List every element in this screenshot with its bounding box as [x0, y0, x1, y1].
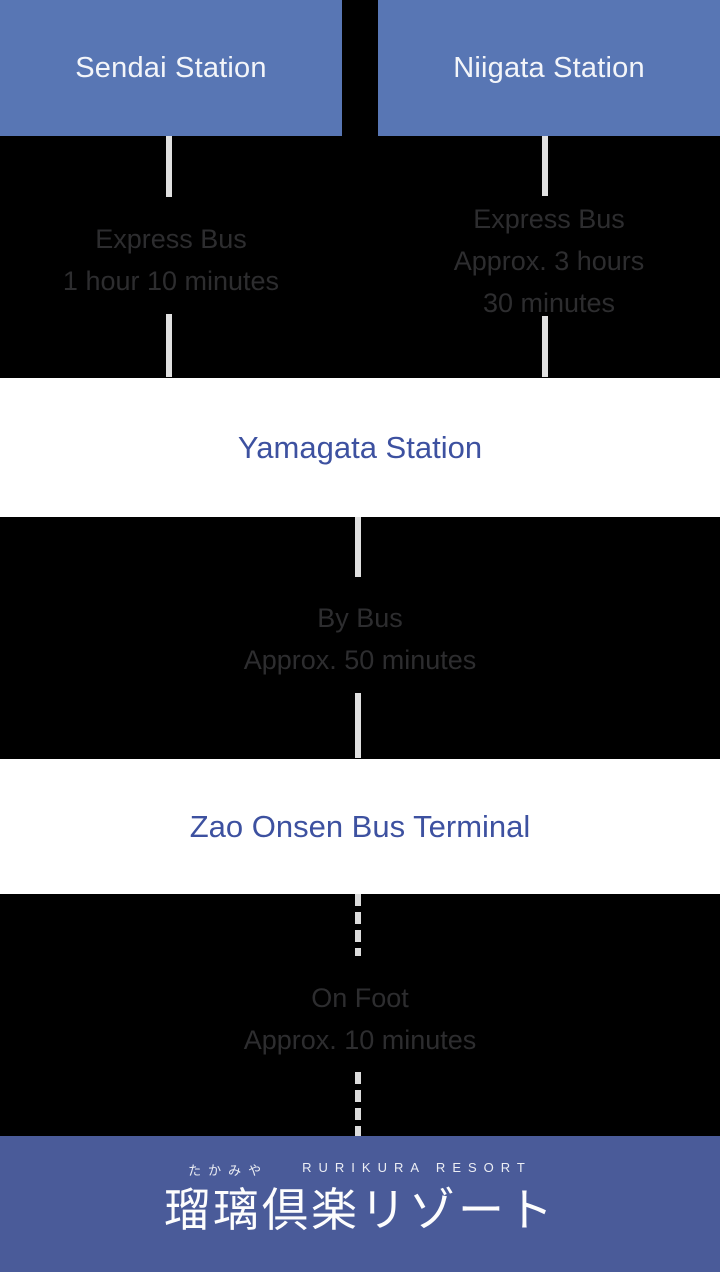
leg-yamagata-to-zao: By Bus Approx. 50 minutes	[0, 597, 720, 681]
leg-duration-line2: 30 minutes	[482, 288, 616, 318]
leg-section-express-buses: Express Bus 1 hour 10 minutes Express Bu…	[0, 136, 720, 378]
leg-duration: Approx. 50 minutes	[243, 645, 477, 675]
leg-niigata-to-yamagata: Express Bus Approx. 3 hours 30 minutes	[378, 198, 720, 324]
connector-bus-lower	[355, 693, 361, 758]
hub-label-zao-terminal: Zao Onsen Bus Terminal	[189, 808, 531, 844]
connector-foot-upper-dashed	[355, 894, 361, 956]
connector-sendai-upper	[166, 136, 172, 197]
leg-zao-to-resort: On Foot Approx. 10 minutes	[0, 977, 720, 1061]
resort-brand-label: RURIKURA RESORT	[302, 1160, 532, 1175]
connector-bus-upper	[355, 517, 361, 577]
connector-niigata-upper	[542, 136, 548, 196]
leg-mode: By Bus	[317, 603, 403, 633]
connector-sendai-lower	[166, 314, 172, 377]
leg-duration-line1: Approx. 3 hours	[453, 246, 645, 276]
resort-footer: たかみや RURIKURA RESORT 瑠璃倶楽リゾート	[0, 1136, 720, 1272]
station-label-niigata: Niigata Station	[453, 51, 645, 84]
station-label-sendai: Sendai Station	[75, 51, 267, 84]
connector-niigata-lower	[542, 316, 548, 377]
station-box-niigata: Niigata Station	[378, 0, 720, 136]
station-box-sendai: Sendai Station	[0, 0, 342, 136]
resort-reading-label: たかみや	[188, 1163, 269, 1178]
leg-mode: Express Bus	[95, 224, 247, 254]
leg-sendai-to-yamagata: Express Bus 1 hour 10 minutes	[0, 218, 342, 302]
leg-duration: Approx. 10 minutes	[243, 1025, 477, 1055]
leg-section-local-bus: By Bus Approx. 50 minutes	[0, 517, 720, 759]
leg-section-on-foot: On Foot Approx. 10 minutes	[0, 894, 720, 1136]
resort-brand-line: たかみや RURIKURA RESORT	[0, 1160, 720, 1179]
leg-mode: Express Bus	[473, 204, 625, 234]
hub-band-zao-terminal: Zao Onsen Bus Terminal	[0, 759, 720, 894]
connector-foot-lower-dashed	[355, 1072, 361, 1136]
resort-logo: 瑠璃倶楽リゾート	[164, 1184, 556, 1236]
leg-mode: On Foot	[311, 983, 409, 1013]
hub-label-yamagata: Yamagata Station	[237, 429, 483, 465]
hub-band-yamagata: Yamagata Station	[0, 378, 720, 517]
leg-duration: 1 hour 10 minutes	[62, 266, 280, 296]
